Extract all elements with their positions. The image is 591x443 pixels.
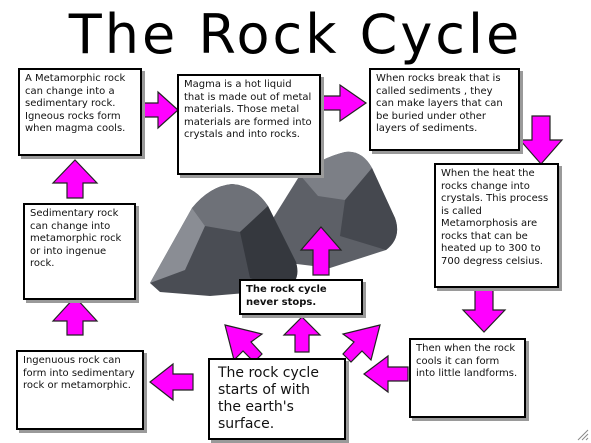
arrow-up-2	[51, 159, 99, 199]
box-magma: Magma is a hot liquid that is made out o…	[177, 74, 321, 175]
arrow-up-1	[51, 296, 99, 336]
box-sediments-text: When rocks break that is called sediment…	[376, 73, 503, 134]
box-sedimentary: Sedimentary rock can change into metamor…	[23, 203, 136, 300]
box-landforms-text: Then when the rock cools it can form int…	[416, 343, 518, 379]
box-starts: The rock cycle starts of with the earth'…	[208, 358, 346, 440]
rock-front	[150, 184, 298, 296]
arrow-diag-right	[341, 324, 381, 363]
box-ingenuous: Ingenuous rock can form into sedimentary…	[16, 350, 144, 430]
box-metamorphosis-text: When the heat the rocks change into crys…	[441, 168, 549, 267]
box-starts-text: The rock cycle starts of with the earth'…	[218, 365, 319, 432]
box-landforms: Then when the rock cools it can form int…	[409, 338, 526, 418]
box-sediments: When rocks break that is called sediment…	[369, 68, 520, 151]
box-metamorphosis: When the heat the rocks change into crys…	[434, 163, 559, 288]
box-magma-text: Magma is a hot liquid that is made out o…	[184, 79, 312, 140]
arrow-down-2	[461, 289, 507, 333]
arrow-left-2	[149, 362, 194, 402]
arrow-diag-left	[224, 324, 264, 363]
page-title: The Rock Cycle	[68, 3, 523, 66]
arrow-up-4	[282, 316, 322, 353]
box-metamorphic: A Metamorphic rock can change into a sed…	[18, 68, 142, 156]
arrow-right-1	[141, 90, 179, 130]
rock-back	[262, 151, 398, 268]
arrow-right-2	[321, 83, 368, 123]
box-sedimentary-text: Sedimentary rock can change into metamor…	[30, 208, 122, 269]
arrow-up-3	[299, 226, 343, 276]
box-never-stops: The rock cycle never stops.	[239, 279, 363, 315]
box-ingenuous-text: Ingenuous rock can form into sedimentary…	[23, 355, 135, 391]
box-never-stops-text: The rock cycle never stops.	[246, 284, 327, 308]
arrow-down-1	[518, 115, 564, 165]
resize-grip-icon[interactable]	[575, 427, 589, 441]
box-metamorphic-text: A Metamorphic rock can change into a sed…	[25, 73, 126, 134]
arrow-left-1	[363, 354, 409, 394]
